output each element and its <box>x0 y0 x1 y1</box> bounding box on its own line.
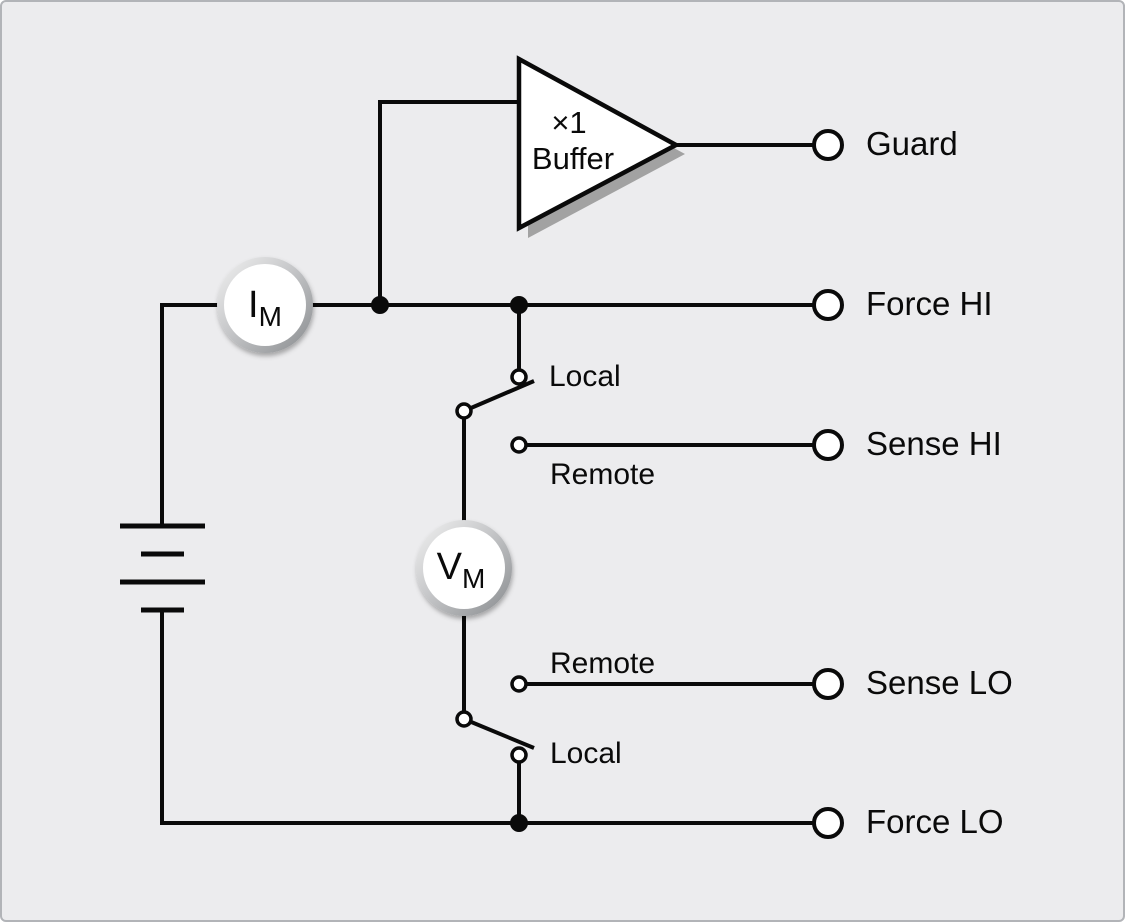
sense-lo-terminal-label: Sense LO <box>866 664 1013 701</box>
terminal-sense-hi: Sense HI <box>812 425 1002 462</box>
sense-hi-switch: Local Remote <box>455 360 655 491</box>
sense-lo-local-label: Local <box>550 737 622 770</box>
buffer-input-wire <box>378 100 519 305</box>
current-meter: IM <box>217 257 313 353</box>
sense-lo-remote-contact <box>510 675 528 693</box>
unity-gain-buffer: ×1 Buffer <box>516 55 685 238</box>
sense-lo-switch: Remote Local <box>455 647 655 770</box>
sense-hi-local-label: Local <box>549 360 621 393</box>
force-hi-terminal-label: Force HI <box>866 285 993 322</box>
force-lo-wire <box>160 610 814 825</box>
junction-dot-force-lo <box>510 814 528 832</box>
sense-lo-local-contact <box>510 746 528 764</box>
junction-dot-buffer-tap <box>371 296 389 314</box>
guard-terminal-circle <box>812 129 844 161</box>
terminal-guard: Guard <box>812 125 958 162</box>
buffer-name-label: Buffer <box>532 141 614 176</box>
sense-hi-remote-contact <box>510 436 528 454</box>
sense-lo-switch-arm <box>463 717 535 750</box>
buffer-gain-label: ×1 <box>551 105 586 140</box>
sense-hi-local-contact <box>510 368 528 386</box>
terminal-sense-lo: Sense LO <box>812 664 1013 701</box>
guard-terminal-label: Guard <box>866 125 958 162</box>
sense-hi-pole-contact <box>455 402 473 420</box>
buffer-triangle <box>516 55 681 232</box>
terminal-force-lo: Force LO <box>812 803 1004 840</box>
voltage-meter-label: VM <box>437 546 486 594</box>
force-lo-terminal-label: Force LO <box>866 803 1004 840</box>
sense-lo-pole-contact <box>455 710 473 728</box>
current-meter-label: IM <box>248 284 282 332</box>
force-lo-terminal-circle <box>812 807 844 839</box>
source-upper-wire <box>160 303 218 526</box>
voltage-meter: VM <box>416 520 512 616</box>
voltage-source-battery <box>120 523 205 613</box>
sense-hi-terminal-circle <box>812 429 844 461</box>
current-meter-face <box>224 264 306 346</box>
sense-hi-switch-arm <box>463 379 535 413</box>
sense-hi-terminal-label: Sense HI <box>866 425 1002 462</box>
terminal-force-hi: Force HI <box>812 285 993 322</box>
sense-lo-remote-label: Remote <box>550 647 655 680</box>
sense-hi-remote-label: Remote <box>550 458 655 491</box>
sense-lo-terminal-circle <box>812 668 844 700</box>
force-hi-terminal-circle <box>812 289 844 321</box>
voltage-meter-face <box>423 527 505 609</box>
junction-dot-force-hi <box>510 296 528 314</box>
